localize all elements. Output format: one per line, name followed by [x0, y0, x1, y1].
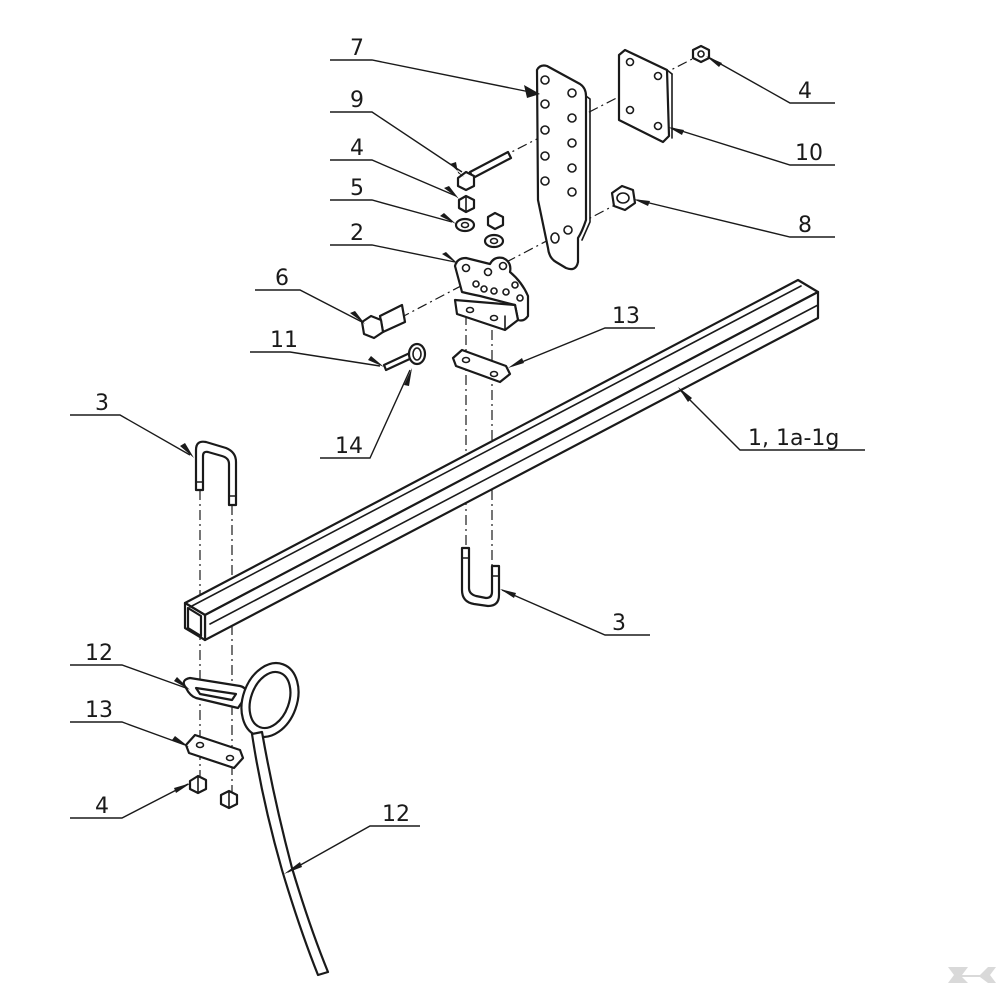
label-part-9: 9 — [350, 88, 364, 113]
nut-lower-left — [188, 774, 208, 795]
clamp-plate-lower — [184, 733, 245, 770]
label-part-4-lower: 4 — [95, 794, 109, 819]
spring-tine — [182, 662, 330, 977]
label-part-13-upper: 13 — [612, 304, 640, 329]
u-bolt-lower-right — [460, 546, 501, 608]
leader-lines — [70, 57, 865, 873]
label-part-1: 1, 1a-1g — [748, 426, 839, 451]
label-part-7: 7 — [350, 36, 364, 61]
k-logo-icon — [948, 967, 996, 983]
part-labels: 7 9 4 5 2 6 11 14 3 12 13 4 12 4 10 8 13… — [85, 36, 839, 827]
mounting-plate — [535, 64, 591, 271]
bracket — [453, 256, 530, 332]
label-part-2: 2 — [350, 221, 364, 246]
label-part-6: 6 — [275, 266, 289, 291]
label-part-13-lower: 13 — [85, 698, 113, 723]
nut-middle — [457, 194, 476, 214]
label-part-12-lower: 12 — [382, 802, 410, 827]
label-part-8: 8 — [798, 213, 812, 238]
nut-lower-right — [219, 789, 239, 810]
pin-and-ring — [382, 342, 427, 372]
washers — [454, 211, 505, 249]
label-part-4-upper: 4 — [350, 136, 364, 161]
label-part-10: 10 — [795, 141, 823, 166]
clamp-plate-upper — [451, 348, 512, 384]
label-part-4-right: 4 — [798, 79, 812, 104]
label-part-12-upper: 12 — [85, 641, 113, 666]
large-nut — [610, 184, 637, 212]
label-part-3-left: 3 — [95, 391, 109, 416]
long-bolt — [456, 150, 513, 192]
label-part-3-right: 3 — [612, 611, 626, 636]
label-part-14: 14 — [335, 434, 363, 459]
u-bolt-upper-left — [194, 440, 238, 507]
square-tube-frame — [183, 278, 820, 642]
arrowheads — [172, 56, 722, 874]
backing-plate — [617, 48, 673, 144]
label-part-11: 11 — [270, 328, 298, 353]
nut-top-right — [691, 44, 711, 64]
hex-bolt — [360, 303, 407, 340]
label-part-5: 5 — [350, 176, 364, 201]
